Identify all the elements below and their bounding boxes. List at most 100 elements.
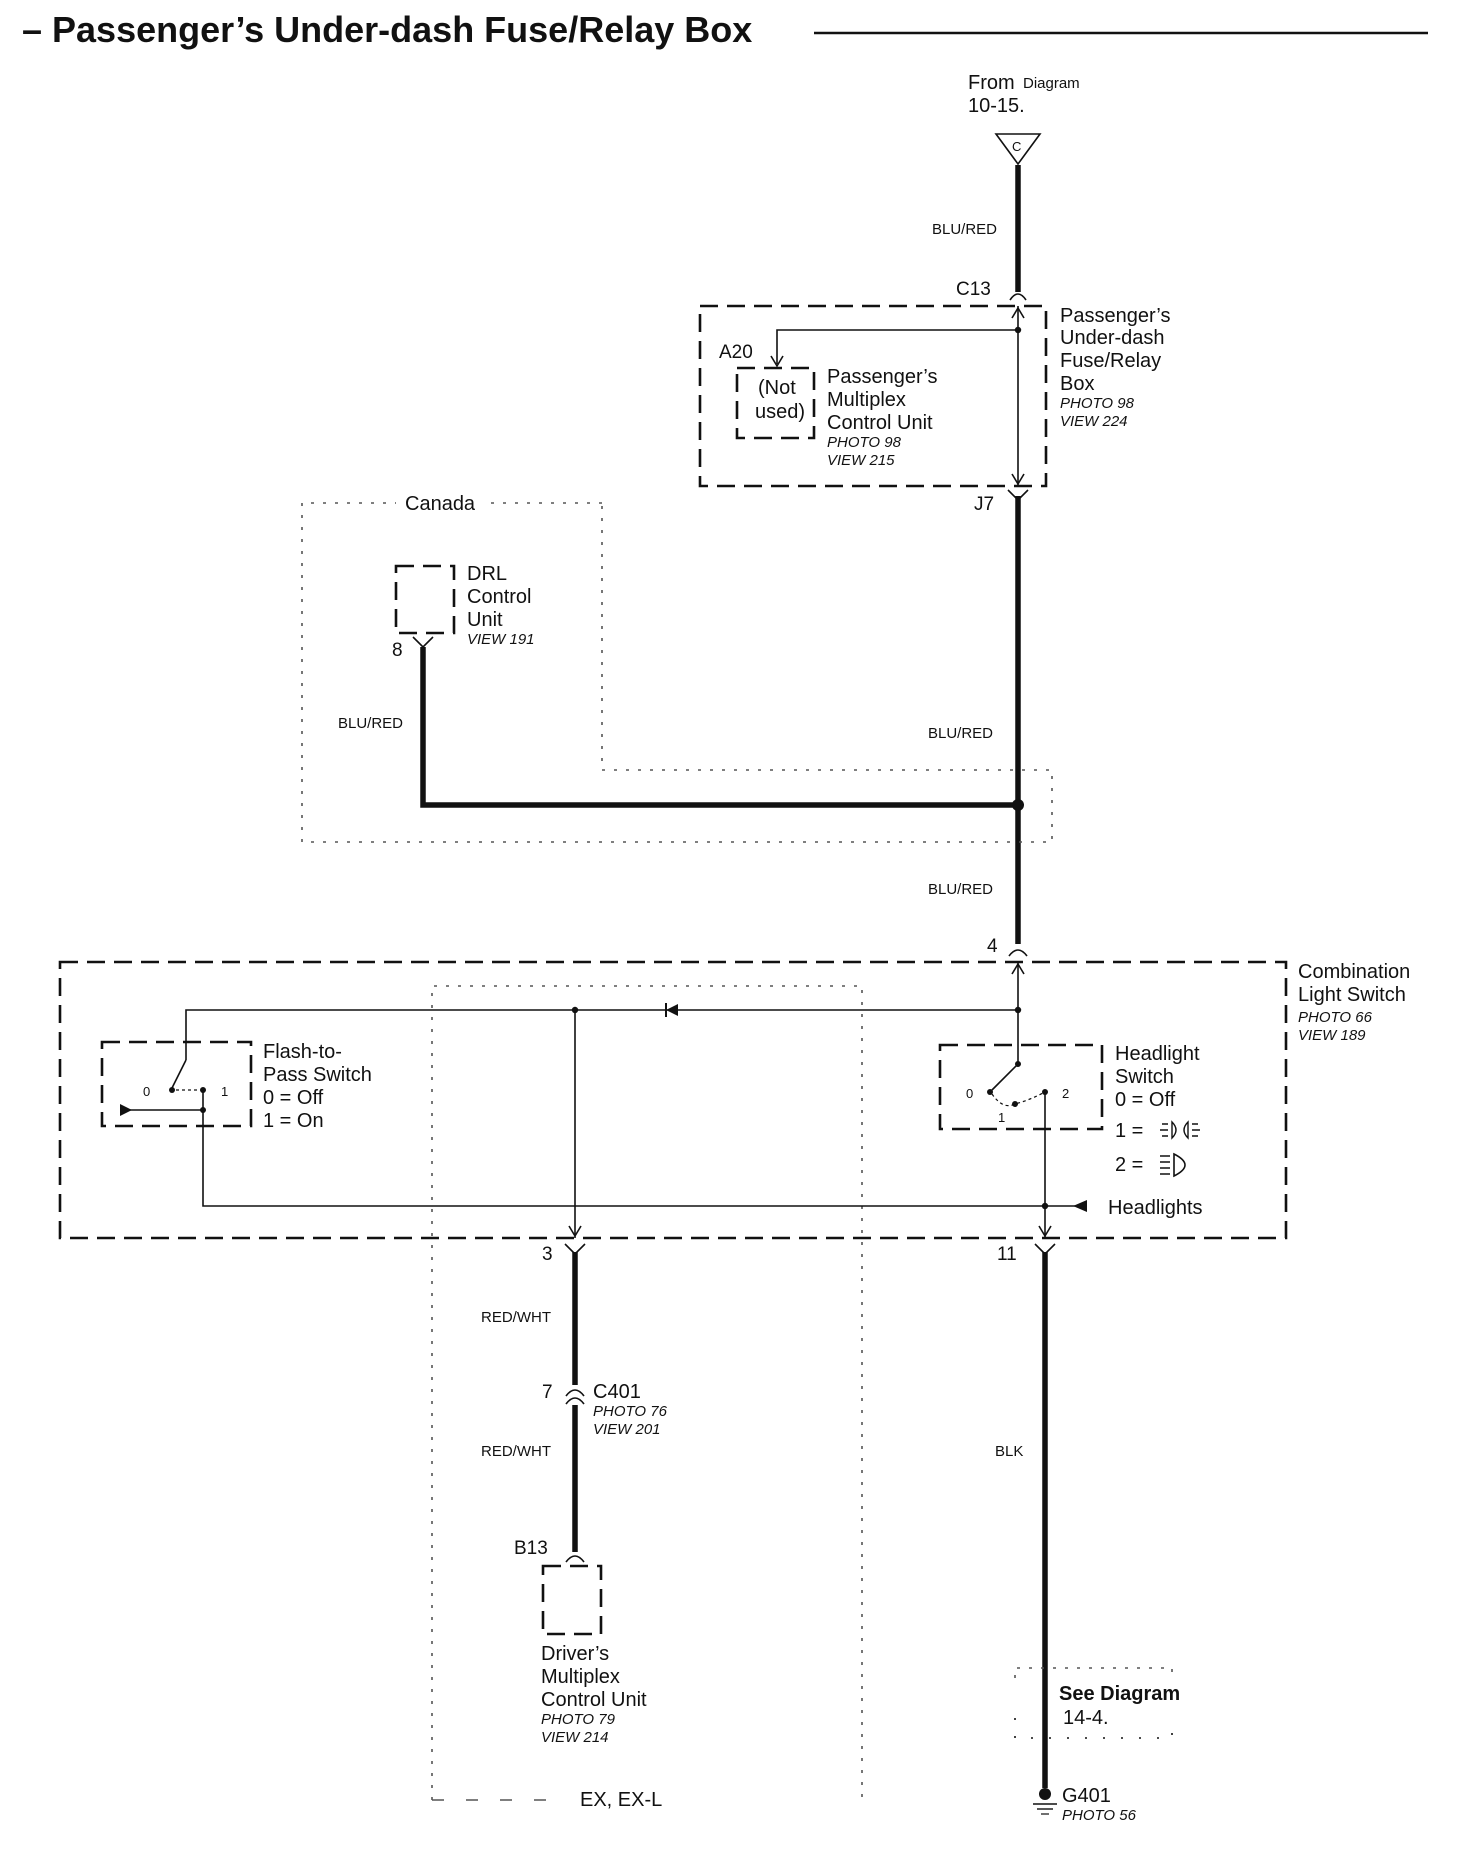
pmcu-not-used-1: (Not (758, 377, 796, 399)
combo-name-2: Light Switch (1298, 984, 1406, 1006)
headlight-contact-0 (987, 1089, 993, 1095)
wire-label-drl: BLU/RED (338, 715, 403, 732)
pmcu-name-2: Multiplex (827, 389, 906, 411)
from-diagram-word: Diagram (1023, 75, 1080, 92)
headlight-contact-1 (1012, 1101, 1018, 1107)
headlight-switch-box (938, 1043, 1104, 1131)
drl-name-3: Unit (467, 609, 503, 631)
flash-name-4: 1 = On (263, 1110, 324, 1132)
headlights-arrow (1073, 1200, 1087, 1212)
offpage-connector-letter: C (1012, 139, 1021, 154)
pmcu-name-1: Passenger’s (827, 366, 937, 388)
from-diagram-ref: From Diagram 10-15. C (968, 72, 1080, 166)
flash-name-3: 0 = Off (263, 1087, 324, 1109)
drl-pin-8-symbol (412, 636, 434, 649)
ex-label: EX, EX-L (580, 1789, 662, 1811)
combination-light-switch-outline (58, 960, 1288, 1240)
dmcu-name-1: Driver’s (541, 1643, 609, 1665)
see-diagram-box-top (1014, 1667, 1173, 1678)
wire-label-top: BLU/RED (932, 221, 997, 238)
headlight-switch-blade (991, 1063, 1019, 1091)
wire-label-red-wht-upper: RED/WHT (481, 1309, 551, 1326)
flash-arrow (120, 1104, 132, 1116)
flash-internal-bottom (123, 1090, 204, 1111)
fuse-box-photo: PHOTO 98 (1060, 395, 1135, 412)
from-label: From (968, 72, 1015, 94)
wire-label-mid: BLU/RED (928, 725, 993, 742)
headlight-switch-path (991, 1091, 1046, 1107)
pmcu-name-3: Control Unit (827, 412, 933, 434)
arrow-pin-4-internal (1011, 962, 1025, 975)
wire-label-lower: BLU/RED (928, 881, 993, 898)
pmcu-photo: PHOTO 98 (827, 434, 902, 451)
flash-to-pass-switch-box (100, 1040, 253, 1128)
headlight-name-3: 0 = Off (1115, 1089, 1176, 1111)
headlight-name-1: Headlight (1115, 1043, 1200, 1065)
ground-name: G401 (1062, 1785, 1111, 1807)
arrow-top-fuse (1011, 306, 1025, 319)
headlight-legend-2: 2 = (1115, 1154, 1143, 1176)
diode-symbol (666, 1004, 678, 1016)
drl-control-unit-box (394, 564, 456, 635)
connector-j7-label: J7 (974, 494, 994, 515)
c401-symbol-lower (565, 1397, 585, 1405)
flash-pos-1: 1 (221, 1084, 228, 1099)
headlight-name-2: Switch (1115, 1066, 1174, 1088)
c401-symbol-upper (565, 1389, 585, 1397)
c401-photo: PHOTO 76 (593, 1403, 668, 1420)
fuse-box-name-3: Fuse/Relay (1060, 350, 1161, 372)
c401-pin-7: 7 (542, 1382, 553, 1403)
ground-point (1039, 1788, 1051, 1800)
ex-region-sides (431, 985, 863, 1800)
fuse-box-name-1: Passenger’s (1060, 305, 1170, 327)
headlight-pos-2: 2 (1062, 1086, 1069, 1101)
c401-name: C401 (593, 1381, 641, 1403)
arrow-to-a20 (770, 355, 784, 368)
junction-headlights (1041, 1202, 1049, 1210)
dmcu-name-3: Control Unit (541, 1689, 647, 1711)
junction-top-right (1014, 1006, 1022, 1014)
high-beam-icon (1160, 1152, 1186, 1178)
headlight-legend-1: 1 = (1115, 1120, 1143, 1142)
ground-photo: PHOTO 56 (1062, 1807, 1137, 1824)
flash-contact-0 (169, 1087, 175, 1093)
driver-mcu-box (541, 1564, 603, 1636)
pin-a20-label: A20 (719, 342, 753, 363)
arrow-bottom-fuse (1011, 473, 1025, 486)
canada-region-outline (301, 502, 1053, 843)
pin-11-label: 11 (997, 1244, 1017, 1265)
dmcu-photo: PHOTO 79 (541, 1711, 616, 1728)
arrow-pin-11-internal (1038, 1225, 1052, 1238)
pin-b13-label: B13 (514, 1538, 548, 1559)
wire-drl-blu-red (420, 647, 1018, 808)
combo-view: VIEW 189 (1298, 1027, 1366, 1044)
dmcu-view: VIEW 214 (541, 1729, 609, 1746)
connector-pin-4-symbol (1008, 949, 1028, 957)
fuse-box-junction (1014, 326, 1022, 334)
fuse-box-view: VIEW 224 (1060, 413, 1128, 430)
dmcu-name-2: Multiplex (541, 1666, 620, 1688)
low-beam-icon (1160, 1120, 1200, 1140)
flash-name-2: Pass Switch (263, 1064, 372, 1086)
pmcu-view: VIEW 215 (827, 452, 895, 469)
headlights-label: Headlights (1108, 1197, 1203, 1219)
pin-4-label: 4 (987, 936, 998, 957)
wire-label-red-wht-lower: RED/WHT (481, 1443, 551, 1460)
fuse-box-branch-a20 (776, 329, 1018, 364)
offpage-connector-c (994, 133, 1042, 166)
internal-bus-top (185, 1009, 1018, 1060)
pin-3-label: 3 (542, 1244, 553, 1265)
pmcu-not-used-2: used) (755, 401, 805, 423)
connector-c13-symbol (1009, 293, 1027, 301)
wire-label-blk: BLK (995, 1443, 1023, 1460)
canada-label-backing (396, 496, 490, 512)
see-diagram-line1: See Diagram (1059, 1683, 1180, 1705)
drl-view: VIEW 191 (467, 631, 535, 648)
connector-c13-label: C13 (956, 279, 991, 300)
combo-name-1: Combination (1298, 961, 1410, 983)
diagram-title: – Passenger’s Under-dash Fuse/Relay Box (22, 9, 752, 50)
headlights-bus (202, 1110, 1075, 1207)
flash-pos-0: 0 (143, 1084, 150, 1099)
connector-b13-symbol (565, 1555, 585, 1563)
